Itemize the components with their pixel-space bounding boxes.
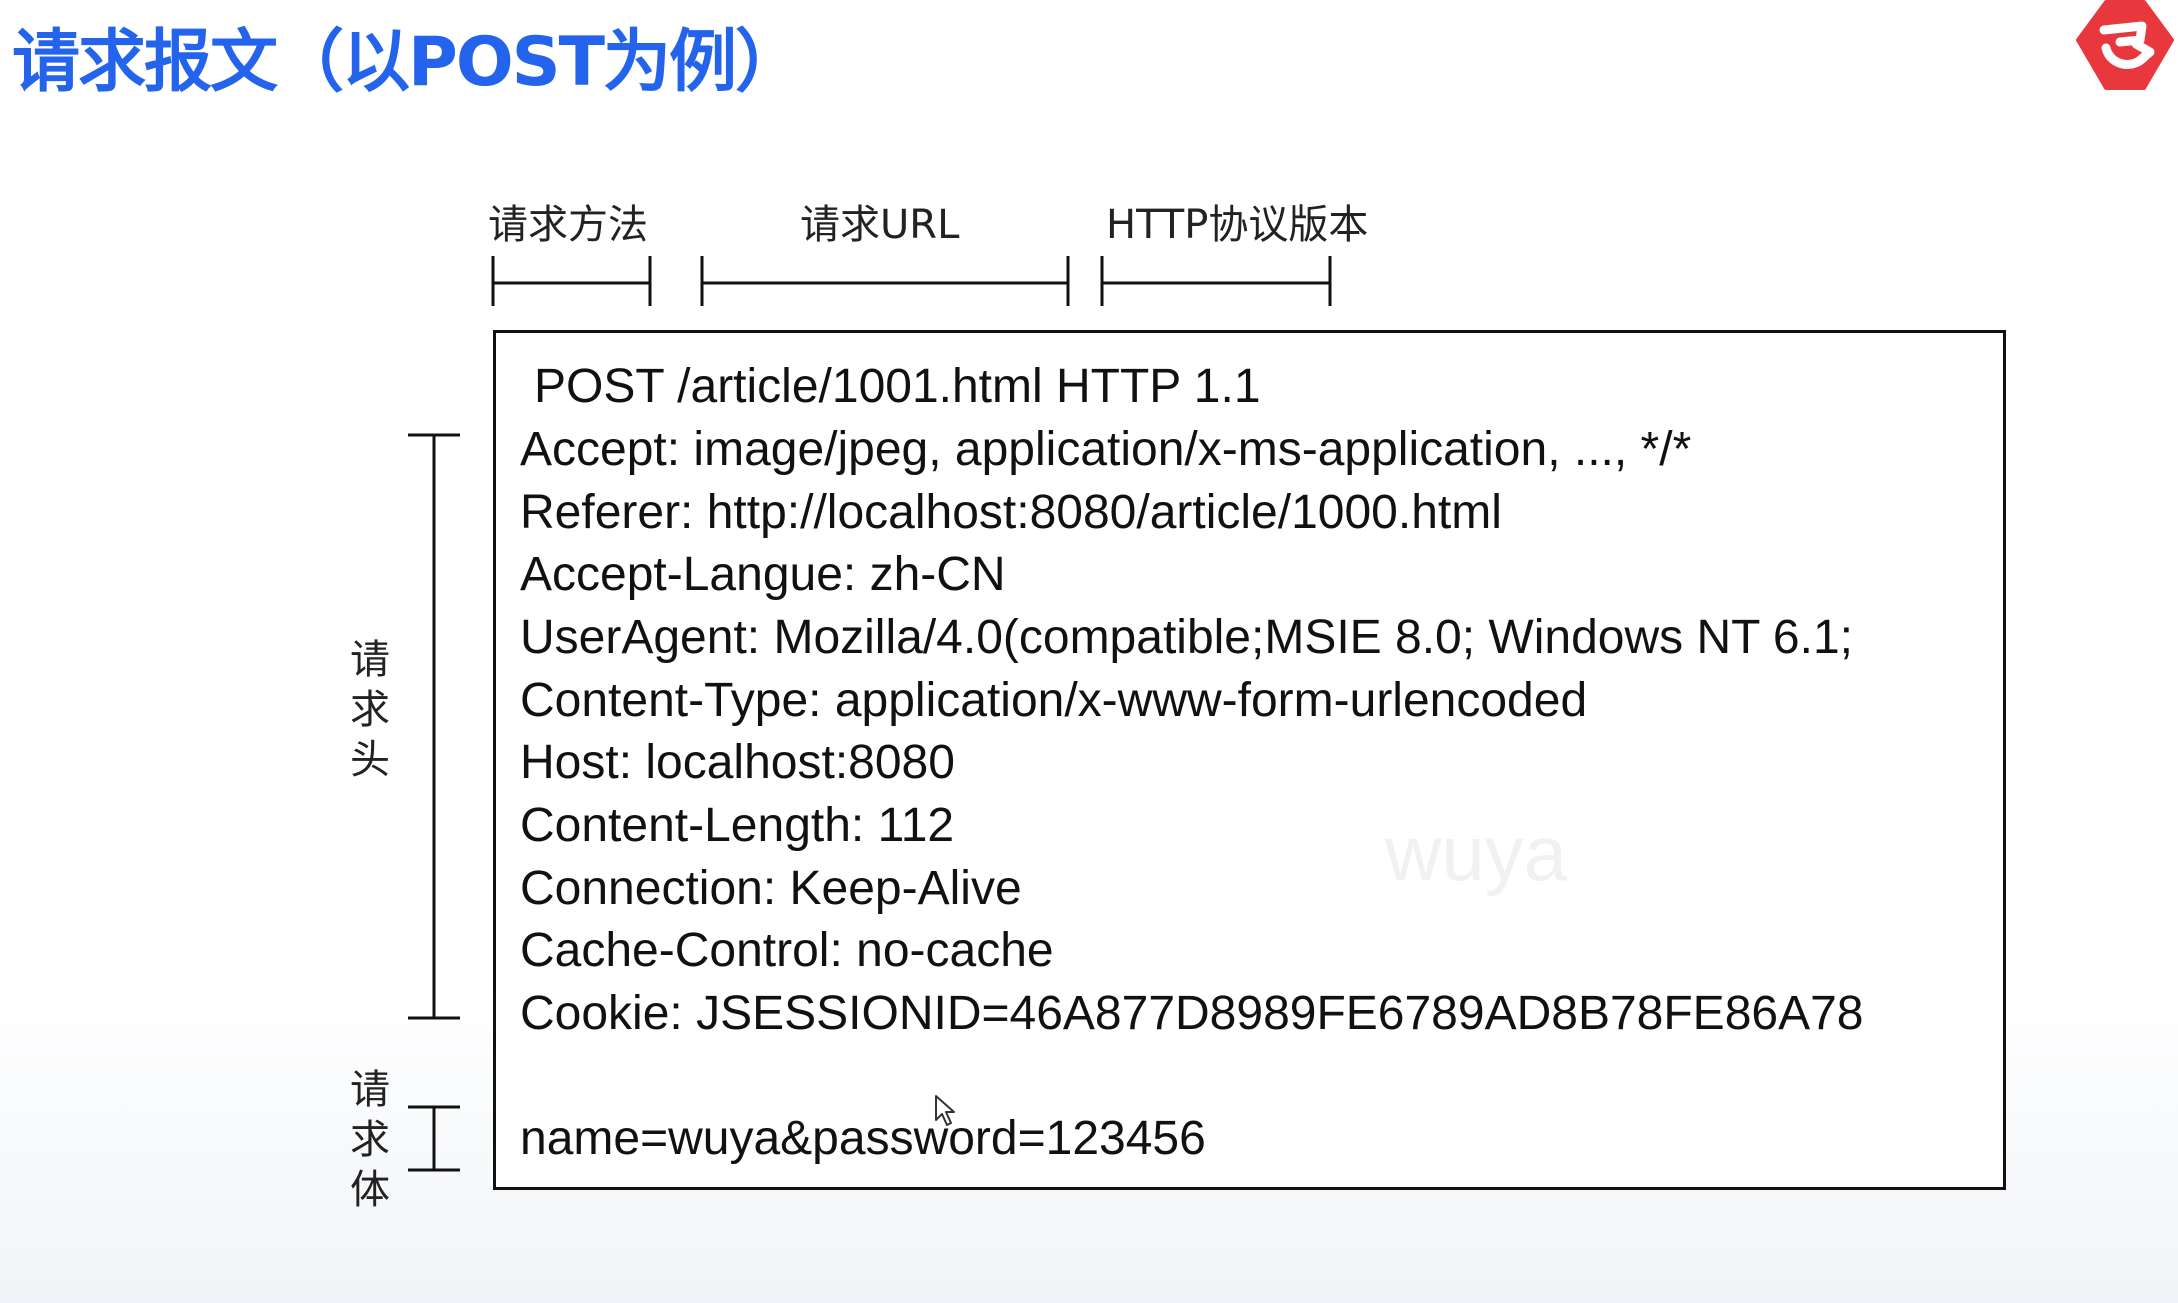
label-request-method: 请求方法: [488, 202, 648, 248]
header-line: Connection: Keep-Alive: [520, 862, 1022, 915]
watermark: wuya: [1385, 809, 1568, 897]
header-line: Cookie: JSESSIONID=46A877D8989FE6789AD8B…: [520, 987, 1864, 1040]
bracket-method: [491, 256, 652, 306]
header-line: Host: localhost:8080: [520, 736, 955, 789]
header-line: Accept: image/jpeg, application/x-ms-app…: [520, 423, 1692, 476]
bracket-url: [700, 256, 1070, 306]
bracket-body: [408, 1105, 460, 1172]
label-http-version: HTTP协议版本: [1106, 202, 1369, 248]
header-line: Accept-Langue: zh-CN: [520, 548, 1006, 601]
label-request-header: 请 求 头: [350, 637, 390, 783]
label-request-body: 请 求 体: [350, 1067, 390, 1213]
header-line: Content-Type: application/x-www-form-url…: [520, 674, 1588, 727]
header-line: UserAgent: Mozilla/4.0(compatible;MSIE 8…: [520, 611, 1853, 664]
bracket-header: [408, 433, 460, 1020]
label-request-url: 请求URL: [800, 202, 960, 248]
page-title: 请求报文（以POST为例）: [12, 23, 803, 102]
request-line: POST /article/1001.html HTTP 1.1: [534, 360, 1261, 413]
header-line: Content-Length: 112: [520, 799, 955, 852]
mouse-cursor-icon: [935, 1095, 955, 1126]
header-line: Cache-Control: no-cache: [520, 924, 1054, 977]
request-body-line: name=wuya&password=123456: [520, 1112, 1206, 1165]
header-line: Referer: http://localhost:8080/article/1…: [520, 486, 1502, 539]
bracket-version: [1100, 256, 1332, 306]
request-message-box: POST /article/1001.html HTTP 1.1 Accept:…: [493, 330, 2006, 1190]
brand-logo-icon: [2076, 0, 2174, 90]
